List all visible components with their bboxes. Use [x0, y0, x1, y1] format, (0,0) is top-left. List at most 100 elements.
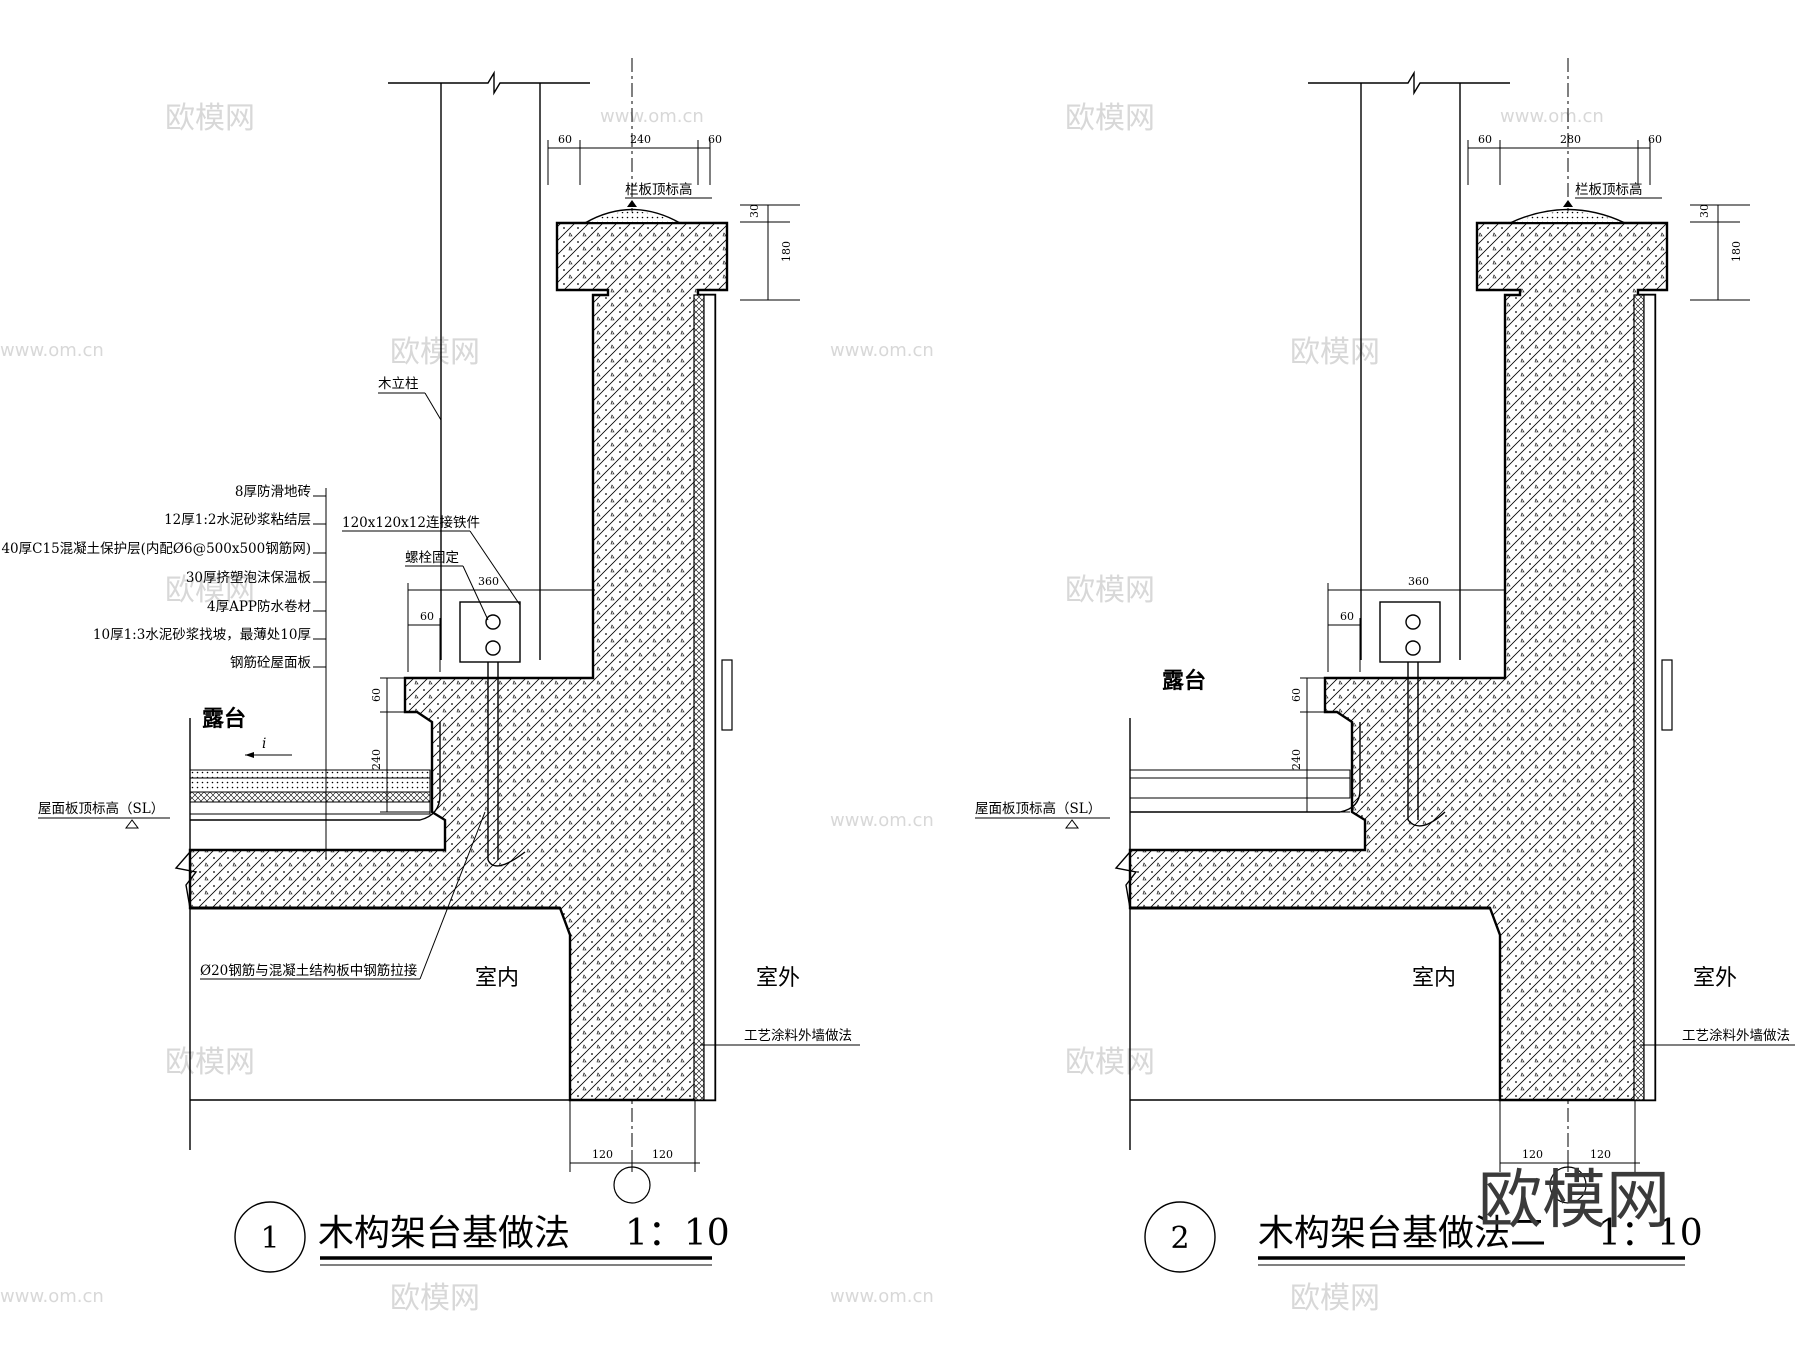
- layer-note: 40厚C15混凝土保护层(内配Ø6@500x500钢筋网): [1, 540, 311, 557]
- detail-title: 木构架台基做法二: [1258, 1213, 1546, 1254]
- wall-insulation-layer: [693, 294, 705, 1101]
- leader-line: [424, 392, 442, 421]
- terrace-label: 露台: [1162, 668, 1206, 694]
- bolt-icon: [485, 640, 501, 656]
- dim-60: 60: [1340, 610, 1354, 623]
- railing-top-label: 栏板顶标高: [625, 181, 693, 198]
- dim-top-mid: 280: [1560, 133, 1581, 146]
- dim-curb-240: 240: [370, 749, 383, 770]
- watermark-site: www.om.cn: [600, 106, 704, 127]
- detail-1: 60 240 60 栏板顶标高 30 180 木立柱 8厚防滑地砖 12厚1:2…: [1, 58, 860, 1273]
- wall-plate: [721, 659, 733, 731]
- wall-finish-label: 工艺涂料外墙做法: [1682, 1028, 1790, 1044]
- slope-label: i: [262, 736, 266, 752]
- watermark-brand: 欧模网: [165, 573, 255, 608]
- roof-level-label: 屋面板顶标高（SL）: [975, 800, 1101, 817]
- detail-scale: 1：10: [625, 1213, 730, 1254]
- cap-coping: [1509, 208, 1626, 224]
- dim-bottom-left: 120: [592, 1148, 613, 1161]
- level-marker-icon: [627, 200, 637, 207]
- bolt-icon: [1405, 614, 1421, 630]
- dim-bottom-left: 120: [1522, 1148, 1543, 1161]
- wall-plate: [1661, 659, 1673, 731]
- level-marker-icon: [125, 819, 139, 829]
- indoor-label: 室内: [1412, 966, 1456, 991]
- arrow-icon: [245, 752, 254, 758]
- outdoor-label: 室外: [756, 966, 800, 991]
- watermark-brand: 欧模网: [1290, 335, 1380, 370]
- rebar-note: Ø20钢筋与混凝土结构板中钢筋拉接: [200, 962, 417, 979]
- dim-360: 360: [478, 575, 499, 588]
- dim-top-left: 60: [1478, 133, 1492, 146]
- watermark-brand: 欧模网: [390, 1281, 480, 1316]
- rebar-hook: [1407, 811, 1446, 827]
- layer-note: 8厚防滑地砖: [235, 484, 311, 500]
- detail-number: 2: [1170, 1221, 1189, 1256]
- wood-post-label: 木立柱: [378, 376, 419, 392]
- break-line-top: [1308, 70, 1510, 96]
- leader-line: [469, 530, 521, 606]
- watermark-layer: 欧模网 欧模网 欧模网 欧模网 欧模网 欧模网 欧模网 欧模网 www.om.c…: [0, 101, 1604, 1316]
- layer-notes: 8厚防滑地砖 12厚1:2水泥砂浆粘结层 40厚C15混凝土保护层(内配Ø6@5…: [1, 484, 327, 860]
- bolt-label: 螺栓固定: [405, 550, 459, 566]
- dim-cap-small: 30: [748, 204, 761, 218]
- bolt-icon: [485, 614, 501, 630]
- wall-insulation-layer: [1633, 294, 1645, 1101]
- railing-top-label: 栏板顶标高: [1575, 181, 1643, 198]
- watermark-logo: 欧模网: [1478, 1164, 1670, 1238]
- bolt-icon: [1405, 640, 1421, 656]
- level-marker-icon: [1065, 819, 1079, 829]
- dim-cap-small: 30: [1698, 204, 1711, 218]
- break-line-top: [388, 70, 590, 96]
- layer-note: 30厚挤塑泡沫保温板: [186, 570, 312, 586]
- waterproof-membrane: [190, 722, 441, 821]
- watermark-brand: 欧模网: [1290, 1281, 1380, 1316]
- dim-curb-60: 60: [1290, 688, 1303, 702]
- leader-line: [462, 565, 489, 621]
- watermark-brand: 欧模网: [1065, 101, 1155, 136]
- wall-finish-layer: [1643, 294, 1656, 1101]
- detail-2: 60 280 60 栏板顶标高 30 180 360 60 60 240 露台 …: [975, 58, 1795, 1273]
- insulation-layer: [189, 791, 431, 803]
- cap-coping: [584, 208, 681, 224]
- watermark-brand: 欧模网: [390, 335, 480, 370]
- dim-top-right: 60: [708, 133, 722, 146]
- wall-finish-layer: [703, 294, 716, 1101]
- axis-bubble: [613, 1166, 651, 1204]
- dim-60: 60: [420, 610, 434, 623]
- mortar-layer: [189, 777, 431, 793]
- cap-coping-fill: [590, 211, 675, 222]
- dim-bottom-right: 120: [652, 1148, 673, 1161]
- dim-curb-240: 240: [1290, 749, 1303, 770]
- watermark-site: www.om.cn: [830, 340, 934, 361]
- indoor-label: 室内: [475, 966, 519, 991]
- level-marker-icon: [1563, 200, 1573, 207]
- watermark-site: www.om.cn: [830, 810, 934, 831]
- cap-coping-fill: [1515, 211, 1620, 222]
- layer-note: 4厚APP防水卷材: [207, 599, 311, 615]
- dim-cap-height: 180: [780, 241, 793, 262]
- outdoor-label: 室外: [1693, 966, 1737, 991]
- rebar-hook: [487, 851, 526, 867]
- terrace-label: 露台: [202, 706, 246, 732]
- slab-break: [1114, 851, 1138, 909]
- leader-line: [419, 811, 486, 980]
- connector-plate: [1379, 601, 1441, 663]
- dim-curb-60: 60: [370, 688, 383, 702]
- layer-note: 钢筋砼屋面板: [230, 654, 311, 671]
- roof-level-label: 屋面板顶标高（SL）: [38, 800, 164, 817]
- watermark-brand: 欧模网: [1065, 1045, 1155, 1080]
- dim-top-right: 60: [1648, 133, 1662, 146]
- axis-bubble: [1549, 1166, 1587, 1204]
- wall-finish-label: 工艺涂料外墙做法: [744, 1028, 852, 1044]
- connector-plate: [459, 601, 521, 663]
- detail-scale: 1：10: [1598, 1213, 1703, 1254]
- deck-layer: [1129, 777, 1351, 799]
- dim-cap-height: 180: [1730, 241, 1743, 262]
- watermark-brand: 欧模网: [1065, 573, 1155, 608]
- watermark-site: www.om.cn: [0, 340, 104, 361]
- watermark-brand: 欧模网: [165, 1045, 255, 1080]
- floor-tile-layer: [189, 769, 431, 779]
- watermark-site: www.om.cn: [1500, 106, 1604, 127]
